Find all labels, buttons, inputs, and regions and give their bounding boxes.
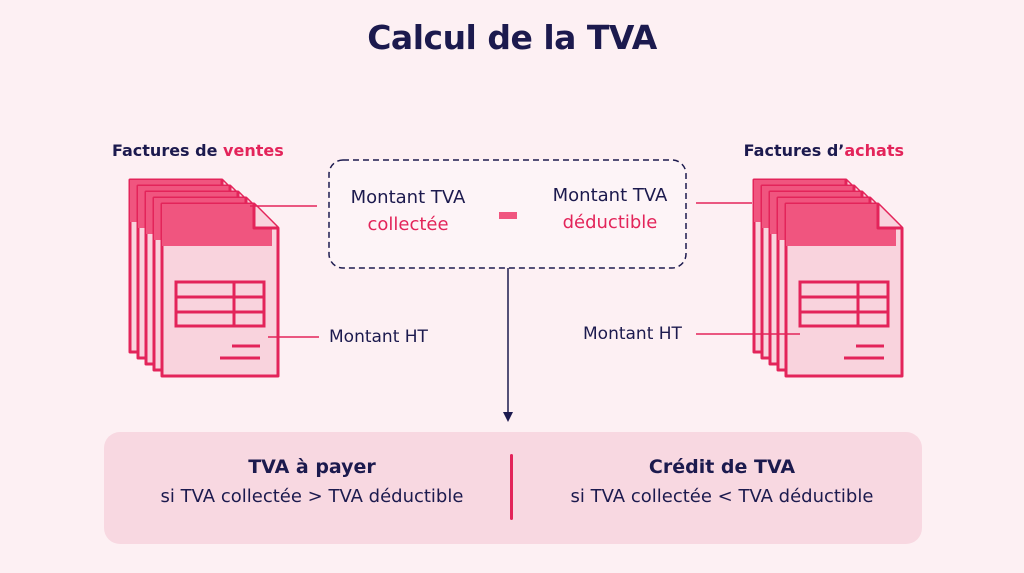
tva-payable-block: TVA à payer si TVA collectée > TVA déduc… <box>112 456 512 507</box>
tva-credit-block: Crédit de TVA si TVA collectée < TVA déd… <box>522 456 922 507</box>
tva-payable-title: TVA à payer <box>248 456 376 478</box>
deductible-tva-label: Montant TVA déductible <box>540 185 680 233</box>
purchase-invoice-stack-icon <box>752 178 904 378</box>
purchase-heading-accent: achats <box>844 141 904 160</box>
collected-tva-text: Montant TVA <box>350 187 466 208</box>
sales-invoices-heading: Factures de ventes <box>112 141 284 160</box>
deductible-tva-text: Montant TVA <box>552 185 668 206</box>
purchase-ht-label: Montant HT <box>583 324 682 344</box>
result-divider <box>510 454 513 520</box>
tva-payable-condition: si TVA collectée > TVA déductible <box>160 486 464 507</box>
deductible-tva-type: déductible <box>562 212 658 233</box>
collected-tva-label: Montant TVA collectée <box>338 187 478 235</box>
result-panel: TVA à payer si TVA collectée > TVA déduc… <box>104 432 922 544</box>
purchase-heading-prefix: Factures d’ <box>743 141 845 160</box>
tva-credit-condition: si TVA collectée < TVA déductible <box>570 486 874 507</box>
sales-heading-prefix: Factures de <box>112 141 224 160</box>
sales-invoice-stack-icon <box>128 178 280 378</box>
sales-heading-accent: ventes <box>223 141 284 160</box>
collected-tva-type: collectée <box>367 214 449 235</box>
minus-operator-icon <box>499 212 517 219</box>
purchase-invoices-heading: Factures d’achats <box>744 141 904 160</box>
page-title: Calcul de la TVA <box>367 18 657 57</box>
arrow-head-icon <box>503 412 513 422</box>
sales-ht-label: Montant HT <box>329 327 428 347</box>
tva-credit-title: Crédit de TVA <box>648 456 796 478</box>
